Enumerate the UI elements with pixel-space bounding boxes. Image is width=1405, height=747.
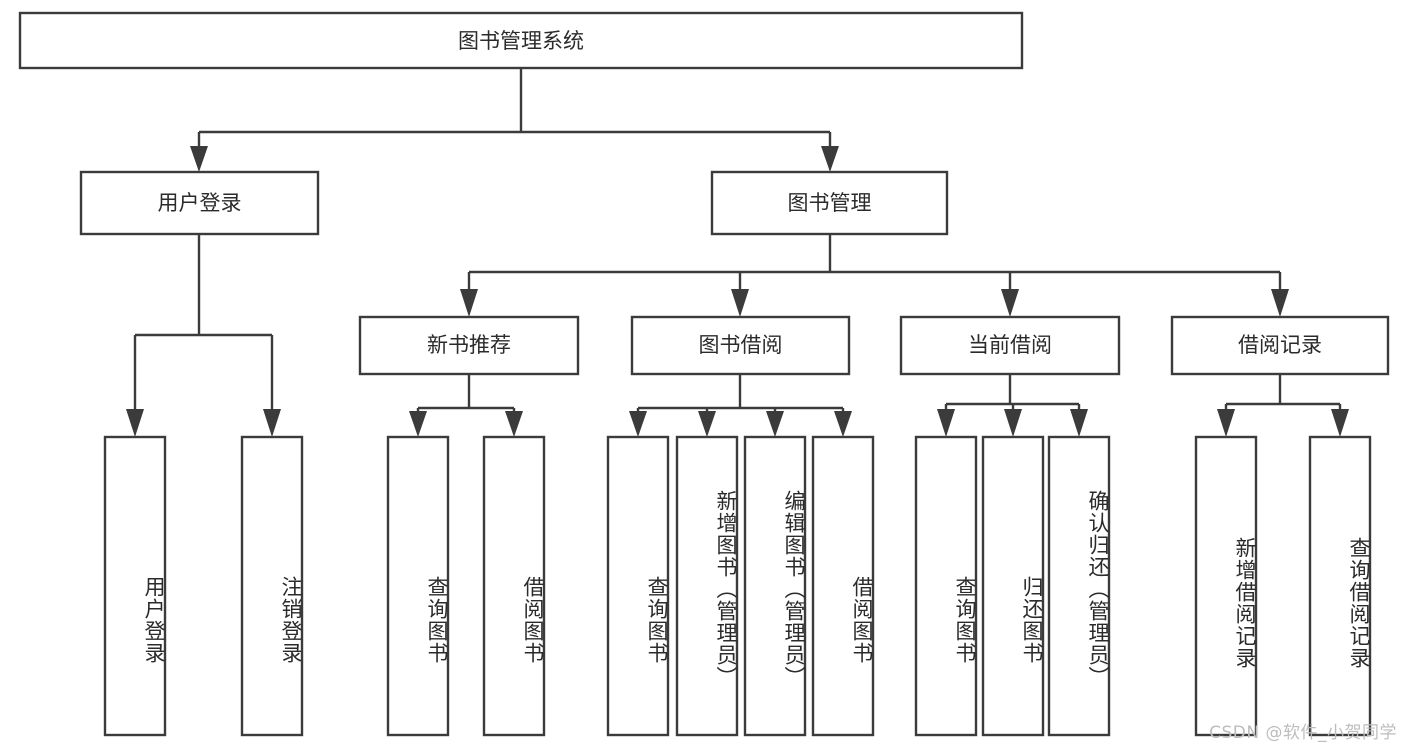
arrow-head-leaf-query-borrow-record xyxy=(1331,409,1349,437)
node-leaf-edit-book-admin[interactable] xyxy=(743,435,807,737)
node-leaf-query-book[interactable] xyxy=(606,435,670,737)
node-new-book-recommend-label: 新书推荐 xyxy=(427,333,511,357)
node-leaf-query-book-new[interactable] xyxy=(386,435,450,737)
node-leaf-add-book-admin[interactable] xyxy=(675,435,739,737)
arrow-head-leaf-logout xyxy=(263,409,281,437)
arrow-head-current-borrow xyxy=(1001,289,1019,317)
arrow-head-leaf-query-book-new xyxy=(409,411,427,437)
arrow-head-leaf-add-borrow-record xyxy=(1217,409,1235,437)
node-leaf-user-login[interactable] xyxy=(103,435,167,737)
node-root[interactable] xyxy=(18,11,1024,70)
arrow-head-leaf-borrow-book-new xyxy=(505,411,523,437)
node-book-manage[interactable] xyxy=(710,170,949,236)
arrow-head-borrow-record xyxy=(1271,289,1289,317)
node-user-login-label: 用户登录 xyxy=(158,191,242,215)
node-book-manage-label: 图书管理 xyxy=(788,191,872,215)
arrow-head-leaf-user-login xyxy=(126,409,144,437)
node-leaf-add-borrow-record[interactable] xyxy=(1194,435,1258,737)
node-leaf-confirm-return-admin[interactable] xyxy=(1047,435,1111,737)
arrow-head-leaf-confirm-return-admin xyxy=(1070,409,1088,437)
node-book-borrow-label: 图书借阅 xyxy=(699,333,783,357)
node-user-login[interactable] xyxy=(79,170,320,236)
node-layer: 图书管理系统 用户登录 图书管理 新书推荐 图书借阅 当前借阅 借阅记录 xyxy=(18,11,1390,737)
arrow-head-book-manage xyxy=(821,146,839,172)
node-leaf-logout[interactable] xyxy=(240,435,304,737)
arrow-head-leaf-return-book xyxy=(1004,409,1022,437)
arrow-head-user-login xyxy=(190,146,208,172)
arrow-head-leaf-borrow-book xyxy=(834,411,852,437)
arrow-head-leaf-query-book-current xyxy=(937,409,955,437)
watermark-text: CSDN @软件_小贺同学 xyxy=(1209,723,1397,743)
node-leaf-return-book[interactable] xyxy=(981,435,1045,737)
node-current-borrow[interactable] xyxy=(899,315,1121,376)
node-root-label: 图书管理系统 xyxy=(458,29,584,53)
connector-layer xyxy=(126,68,1349,437)
arrow-head-new-book-recommend xyxy=(460,289,478,317)
node-leaf-query-book-current[interactable] xyxy=(914,435,978,737)
node-borrow-record[interactable] xyxy=(1170,315,1390,376)
arrow-head-leaf-add-book-admin xyxy=(698,411,716,437)
node-new-book-recommend[interactable] xyxy=(358,315,580,376)
node-leaf-borrow-book-new[interactable] xyxy=(482,435,546,737)
node-book-borrow[interactable] xyxy=(630,315,851,376)
node-borrow-record-label: 借阅记录 xyxy=(1238,333,1322,357)
node-leaf-query-borrow-record[interactable] xyxy=(1308,435,1372,737)
arrow-head-book-borrow xyxy=(731,289,749,317)
arrow-head-leaf-query-book xyxy=(629,411,647,437)
node-leaf-borrow-book[interactable] xyxy=(811,435,875,737)
arrow-head-leaf-edit-book-admin xyxy=(766,411,784,437)
node-current-borrow-label: 当前借阅 xyxy=(968,333,1052,357)
